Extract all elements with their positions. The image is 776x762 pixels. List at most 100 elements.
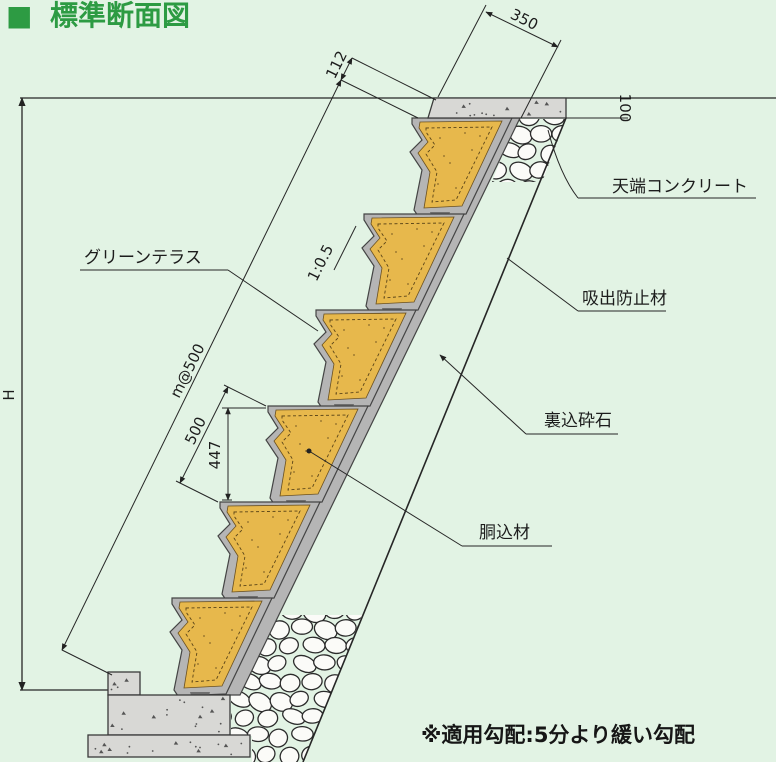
concrete-speck (166, 708, 169, 711)
fill-speck (231, 629, 233, 631)
fill-speck (247, 521, 249, 523)
gravel-stone (279, 746, 300, 762)
concrete-speck (526, 112, 532, 116)
fill-speck (471, 149, 473, 151)
concrete-speck (194, 725, 197, 728)
title-marker: ■ (6, 0, 32, 32)
gravel-stone (301, 672, 323, 691)
concrete-speck (126, 752, 129, 754)
fill-speck (455, 187, 457, 189)
concrete-speck (128, 745, 131, 748)
terrace-fill (417, 120, 503, 209)
backfill-gravel-label: 裏込砕石 (544, 410, 612, 431)
gravel-stone (313, 654, 336, 671)
body-fill-label: 胴込材 (479, 523, 530, 543)
concrete-speck (183, 701, 186, 704)
suction-prevention-label: 吸出防止材 (582, 289, 667, 309)
concrete-speck (469, 114, 472, 117)
fill-speck (423, 245, 425, 247)
fill-speck (395, 251, 397, 253)
fill-speck (389, 279, 391, 281)
crest-height-value: 100 (616, 94, 634, 123)
gravel-stone (257, 709, 279, 728)
wall-height-label: H (0, 389, 18, 400)
concrete-speck (223, 743, 229, 748)
gravel-stone (518, 119, 540, 127)
fill-speck (224, 612, 226, 614)
fill-speck (263, 571, 265, 573)
crest-concrete-label: 天端コンクリート (612, 177, 748, 197)
green-terrace-callout: グリーンテラス (80, 248, 319, 332)
fill-speck (299, 443, 301, 445)
fill-speck (341, 375, 343, 377)
title-text: 標準断面図 (50, 0, 190, 32)
concrete-speck (481, 112, 483, 115)
fill-speck (295, 425, 297, 427)
concrete-speck (240, 742, 243, 745)
fill-speck (437, 183, 439, 185)
concrete-speck (198, 714, 203, 719)
suction-prevention-callout: 吸出防止材 (506, 257, 667, 312)
crest-concrete-callout: 天端コンクリート (547, 129, 756, 199)
gravel-stone (268, 728, 289, 748)
concrete-speck (107, 747, 112, 751)
fill-speck (401, 258, 403, 260)
concrete-speck (166, 714, 168, 716)
gravel-stone (234, 709, 255, 727)
fill-speck (347, 347, 349, 349)
fill-speck (416, 228, 418, 230)
concrete-speck (505, 106, 510, 111)
fill-speck (383, 327, 385, 329)
gravel-stone (345, 615, 362, 621)
fill-speck (257, 546, 259, 548)
concrete-speck (173, 741, 179, 745)
concrete-speck (544, 101, 550, 106)
concrete-speck (121, 728, 123, 730)
concrete-speck (110, 688, 113, 691)
concrete-speck (534, 100, 539, 104)
fill-speck (197, 663, 199, 665)
fill-speck (464, 132, 466, 134)
concrete-speck (151, 750, 154, 752)
fill-speck (279, 533, 281, 535)
fill-speck (272, 516, 274, 518)
backfill-gravel-callout: 裏込砕石 (439, 354, 618, 435)
fill-speck (199, 617, 201, 619)
concrete-speck (116, 686, 119, 689)
fill-speck (343, 329, 345, 331)
fill-speck (209, 642, 211, 644)
crest-height-dimension: 100 (566, 94, 634, 123)
concrete-speck (468, 102, 471, 105)
gravel-stone (267, 654, 287, 672)
unit-height-dimension: 447 (206, 407, 266, 501)
gravel-stone (541, 119, 566, 126)
concrete-speck (201, 706, 204, 709)
concrete-speck (179, 699, 181, 701)
fill-speck (375, 341, 377, 343)
page-title: ■ 標準断面図 (6, 0, 190, 32)
fill-speck (203, 635, 205, 637)
fill-speck (245, 567, 247, 569)
leveling-slab (87, 734, 251, 758)
fill-speck (431, 231, 433, 233)
concrete-speck (194, 745, 197, 748)
concrete-speck (99, 749, 104, 754)
terrace-fill (369, 216, 455, 305)
concrete-texture (94, 100, 562, 756)
fill-speck (215, 667, 217, 669)
concrete-speck (209, 709, 215, 713)
concrete-speck (219, 722, 222, 725)
fill-speck (335, 423, 337, 425)
fill-speck (443, 155, 445, 157)
gravel-stone (246, 726, 270, 743)
gravel-stone (334, 619, 357, 637)
fill-speck (251, 539, 253, 541)
fill-speck (359, 379, 361, 381)
fill-speck (311, 475, 313, 477)
suction-prevention-line (302, 117, 567, 762)
fill-speck (368, 324, 370, 326)
fill-speck (320, 420, 322, 422)
fill-speck (239, 615, 241, 617)
fill-speck (407, 283, 409, 285)
